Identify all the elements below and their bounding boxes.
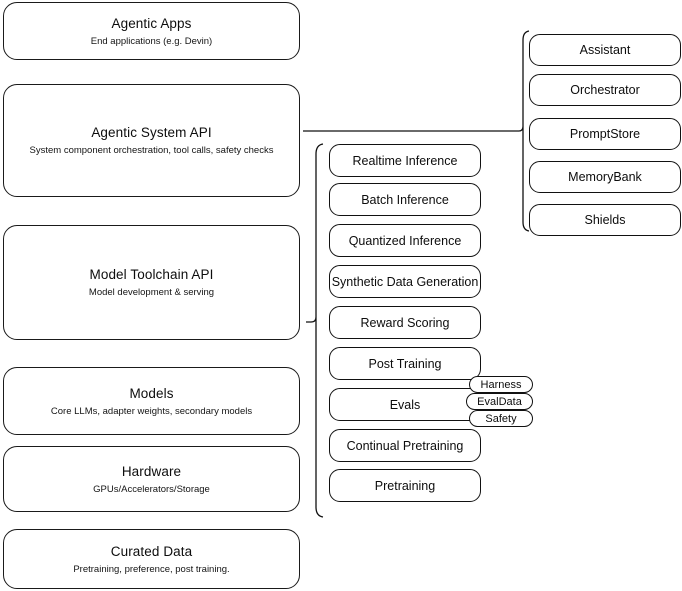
system-component-promptstore[interactable]: PromptStore [529,118,681,150]
toolchain-component-label: Pretraining [374,478,436,493]
toolchain-component-label: Synthetic Data Generation [331,274,479,289]
evals-subcomponent-safety[interactable]: Safety [469,410,533,427]
stack-layer-title: Model Toolchain API [89,267,214,282]
stack-layer-title: Models [129,385,174,401]
system-component-label: PromptStore [569,127,641,141]
stack-layer-models[interactable]: Models Core LLMs, adapter weights, secon… [3,367,300,435]
toolchain-component-label: Continual Pretraining [346,438,464,453]
toolchain-component-synthetic-data-generation[interactable]: Synthetic Data Generation [329,265,481,298]
toolchain-component-label: Post Training [368,356,442,371]
stack-layer-agentic-system-api[interactable]: Agentic System API System component orch… [3,84,300,197]
toolchain-component-label: Batch Inference [361,192,449,207]
system-component-label: MemoryBank [568,170,642,184]
toolchain-component-label: Quantized Inference [348,233,462,248]
toolchain-component-batch-inference[interactable]: Batch Inference [329,183,481,216]
toolchain-component-quantized-inference[interactable]: Quantized Inference [329,224,481,257]
system-component-orchestrator[interactable]: Orchestrator [529,74,681,106]
evals-subcomponent-label: Safety [485,412,517,425]
stack-layer-title: Hardware [121,463,182,479]
evals-subcomponent-label: EvalData [477,395,522,408]
system-component-label: Assistant [579,43,631,57]
brace-toolchain-components [306,143,324,518]
system-component-label: Shields [584,213,626,227]
stack-layer-subtitle: GPUs/Accelerators/Storage [93,483,210,495]
stack-layer-curated-data[interactable]: Curated Data Pretraining, preference, po… [3,529,300,589]
stack-layer-agentic-apps[interactable]: Agentic Apps End applications (e.g. Devi… [3,2,300,60]
toolchain-component-realtime-inference[interactable]: Realtime Inference [329,144,481,177]
system-component-shields[interactable]: Shields [529,204,681,236]
brace-system-components [514,30,530,232]
toolchain-component-reward-scoring[interactable]: Reward Scoring [329,306,481,339]
toolchain-component-label: Evals [389,397,421,412]
toolchain-component-pretraining[interactable]: Pretraining [329,469,481,502]
system-component-assistant[interactable]: Assistant [529,34,681,66]
toolchain-component-continual-pretraining[interactable]: Continual Pretraining [329,429,481,462]
stack-layer-subtitle: System component orchestration, tool cal… [29,145,274,156]
stack-layer-title: Agentic Apps [111,15,192,31]
stack-layer-hardware[interactable]: Hardware GPUs/Accelerators/Storage [3,446,300,512]
evals-subcomponent-label: Harness [480,378,522,391]
stack-layer-model-toolchain-api[interactable]: Model Toolchain API Model development & … [3,225,300,340]
evals-subcomponent-evaldata[interactable]: EvalData [466,393,533,410]
stack-layer-subtitle: Core LLMs, adapter weights, secondary mo… [50,405,253,417]
toolchain-component-post-training[interactable]: Post Training [329,347,481,380]
stack-layer-title: Agentic System API [91,125,212,140]
evals-subcomponent-harness[interactable]: Harness [469,376,533,393]
stack-layer-title: Curated Data [110,543,193,559]
toolchain-component-evals[interactable]: Evals [329,388,481,421]
stack-layer-subtitle: Model development & serving [88,287,215,298]
stack-layer-subtitle: Pretraining, preference, post training. [73,563,230,575]
system-component-memorybank[interactable]: MemoryBank [529,161,681,193]
stack-layer-subtitle: End applications (e.g. Devin) [90,35,213,47]
toolchain-component-label: Reward Scoring [360,315,450,330]
system-component-label: Orchestrator [570,83,640,97]
toolchain-component-label: Realtime Inference [352,153,458,168]
